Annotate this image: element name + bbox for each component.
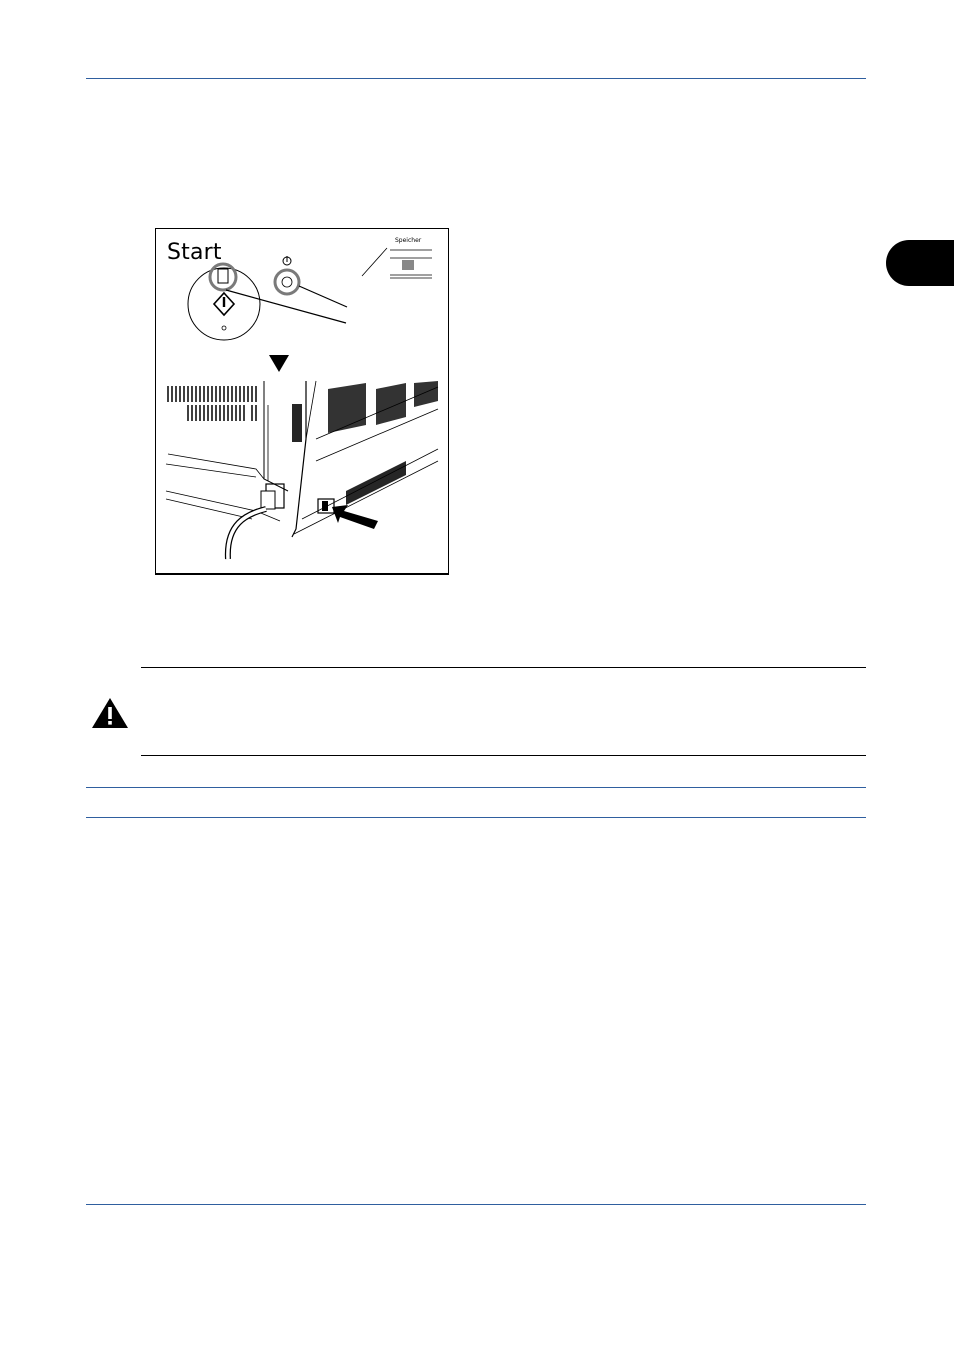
down-triangle-icon bbox=[269, 355, 289, 372]
footer-rule bbox=[86, 1204, 866, 1205]
section-rule-bottom bbox=[86, 817, 866, 818]
chapter-tab bbox=[886, 240, 954, 286]
start-key-label: Start bbox=[167, 240, 222, 265]
section-rule-top bbox=[86, 787, 866, 788]
warning-bottom-rule bbox=[141, 755, 866, 756]
printer-illustration bbox=[165, 247, 439, 560]
memory-indicator-label: Speicher bbox=[395, 237, 422, 244]
arrow-icon bbox=[332, 505, 378, 529]
start-key-icon bbox=[212, 291, 236, 317]
power-switch-figure: Start Speicher bbox=[155, 228, 449, 575]
power-icon bbox=[282, 256, 292, 266]
warning-top-rule bbox=[141, 667, 866, 668]
warning-triangle-icon bbox=[92, 698, 128, 728]
header-rule bbox=[86, 78, 866, 79]
